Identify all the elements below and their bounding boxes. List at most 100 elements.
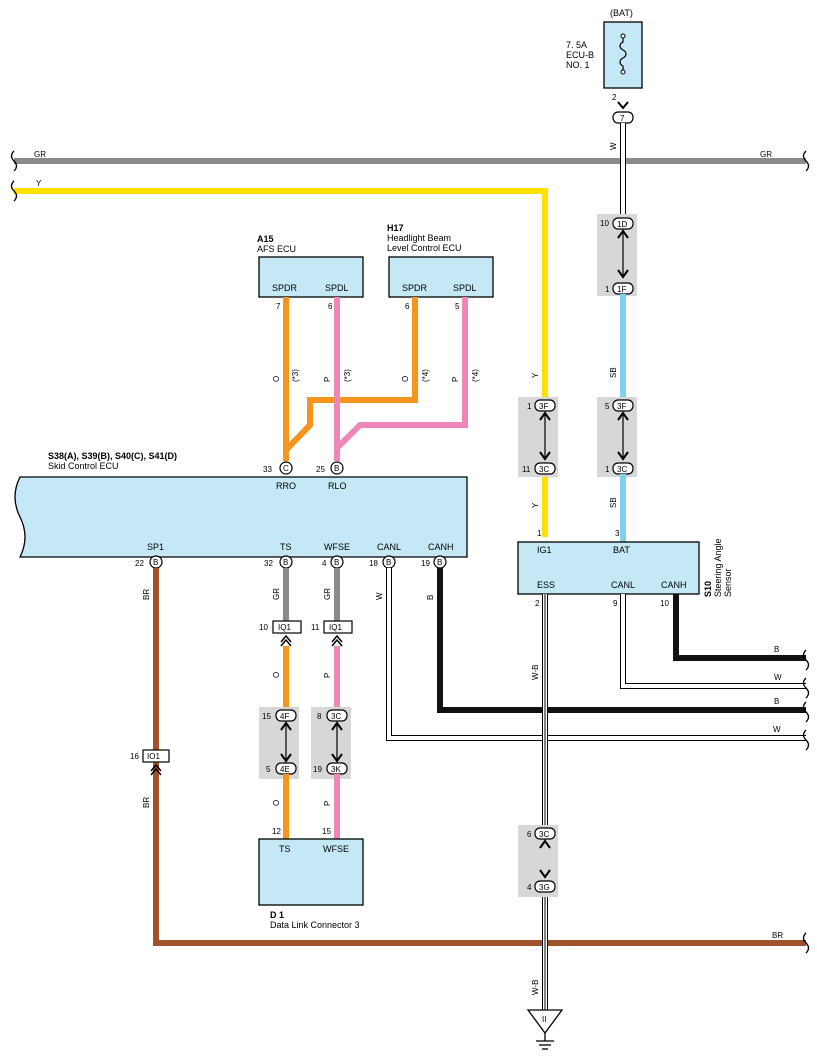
junction-4f-label: 4F (280, 712, 289, 721)
sas-ig1-label: IG1 (537, 545, 552, 555)
junction-y-3f-label: 3F (539, 402, 548, 411)
junction-sb-pin: 5 (605, 402, 610, 411)
skid-connector-label: B (334, 558, 339, 567)
ground-label: II (542, 1015, 546, 1024)
double-arrow-icon (617, 411, 629, 461)
junction-ground-3g-label: 3G (539, 883, 550, 892)
skid-canl-label: CANL (377, 542, 401, 552)
sas-canh-label: CANH (661, 580, 687, 590)
afs-note: (*3) (291, 369, 300, 382)
skid-connector-label: B (153, 558, 158, 567)
fuse-name-2: NO. 1 (566, 60, 590, 70)
fuse-terminal-icon (620, 33, 626, 39)
sas-canh-b-wire (673, 594, 806, 661)
p-wire-label: P (323, 673, 332, 678)
sb-wire-label: SB (609, 367, 618, 378)
junction-y-3c-label: 3C (539, 465, 549, 474)
hbl-pin: 6 (405, 302, 410, 311)
junction-3k-label: 3K (331, 765, 341, 774)
connector-arrow-icon (280, 634, 292, 647)
o-wire-label: O (272, 800, 281, 806)
junction-7-label: 7 (620, 114, 625, 123)
junction-sb-3c-label: 3C (617, 465, 627, 474)
o-wire-label: O (401, 376, 410, 382)
afs-ecu-name: AFS ECU (257, 244, 296, 254)
double-arrow-icon (331, 721, 343, 763)
junction-ground-3g (534, 880, 556, 893)
fuse-icon (619, 36, 627, 72)
junction-3c-pin: 8 (317, 712, 322, 721)
b-wire-label: B (774, 645, 779, 654)
skid-connector (279, 461, 293, 475)
skid-connector-label: B (437, 558, 442, 567)
fuse-source-label: (BAT) (610, 8, 633, 18)
junction-ground-pin: 6 (527, 830, 532, 839)
hbl-note: (*4) (421, 369, 430, 382)
connector-arrow-icon (331, 634, 343, 647)
junction-3c-label: 3C (331, 712, 341, 721)
skid-ts-label: TS (280, 542, 292, 552)
hbl-ecu-code: H17 (387, 223, 404, 233)
fuse-rating: 7. 5A (566, 40, 587, 50)
connector-arrow-icon (617, 101, 629, 110)
fuse-box (603, 21, 643, 89)
ground-icon (526, 1009, 564, 1035)
junction-ground-pin: 4 (527, 883, 532, 892)
wire-break-icon (802, 932, 810, 954)
junction-sb-3f-label: 3F (617, 402, 626, 411)
junction-4f-pin: 15 (262, 712, 271, 721)
afs-ecu-code: A15 (257, 234, 274, 244)
p-wire-label: P (451, 377, 460, 382)
junction-1d-label: 1D (617, 220, 627, 229)
double-arrow-icon (280, 721, 292, 763)
wb-wire-label: W-B (531, 665, 540, 680)
skid-pin: 19 (421, 559, 430, 568)
afs-ecu-box (258, 256, 364, 298)
junction-1f-pin: 1 (605, 285, 610, 294)
iq1-connector-ts (272, 620, 302, 634)
canh-b-wire-skid (437, 568, 806, 713)
hbl-ecu-name-1: Headlight Beam (387, 233, 451, 243)
skid-pin: 4 (322, 559, 327, 568)
junction-3c (326, 709, 348, 722)
skid-connector-label: B (283, 558, 288, 567)
junction-4e-label: 4E (280, 765, 290, 774)
skid-pin: 25 (316, 465, 325, 474)
afs-spdl-label: SPDL (325, 283, 349, 293)
y-wire-label: Y (531, 502, 540, 508)
skid-rlo-label: RLO (328, 481, 347, 491)
skid-pin: 22 (135, 559, 144, 568)
sb-wire-label: SB (609, 497, 618, 508)
y-bus-left-label: Y (36, 179, 42, 188)
p-wire-hbl (334, 297, 468, 451)
junction-sb-pin: 1 (605, 465, 610, 474)
skid-connector-label: C (283, 464, 289, 473)
gr-bus-left-label: GR (34, 150, 46, 159)
y-wire-label: Y (531, 372, 540, 378)
skid-ecu-box (14, 476, 468, 558)
br-wire-label: BR (142, 589, 151, 600)
gr-wire-label: GR (323, 588, 332, 600)
junction-1d-pin: 10 (600, 219, 609, 228)
w-wire-label: W (774, 673, 782, 682)
hbl-ecu-name-2: Level Control ECU (387, 243, 462, 253)
afs-pin: 6 (328, 302, 333, 311)
gr-bus-wire (10, 150, 810, 172)
o-wire-label: O (272, 376, 281, 382)
fuse-terminal-icon (620, 69, 626, 75)
junction-y-pin: 11 (522, 465, 531, 474)
skid-connector (330, 461, 344, 475)
dlc3-box (258, 838, 364, 906)
dlc-name: Data Link Connector 3 (270, 920, 360, 930)
double-arrow-icon (539, 839, 551, 879)
junction-y-pin: 1 (527, 402, 532, 411)
afs-spdr-label: SPDR (272, 283, 298, 293)
dlc-pin: 12 (272, 827, 281, 836)
sas-bat-label: BAT (613, 545, 630, 555)
iq1-pin: 11 (311, 623, 320, 632)
skid-rro-label: RRO (276, 481, 296, 491)
junction-y-3f (534, 399, 556, 412)
junction-y-3c (534, 462, 556, 475)
steering-angle-sensor-box (517, 541, 700, 595)
fuse-name-1: ECU-B (566, 50, 594, 60)
